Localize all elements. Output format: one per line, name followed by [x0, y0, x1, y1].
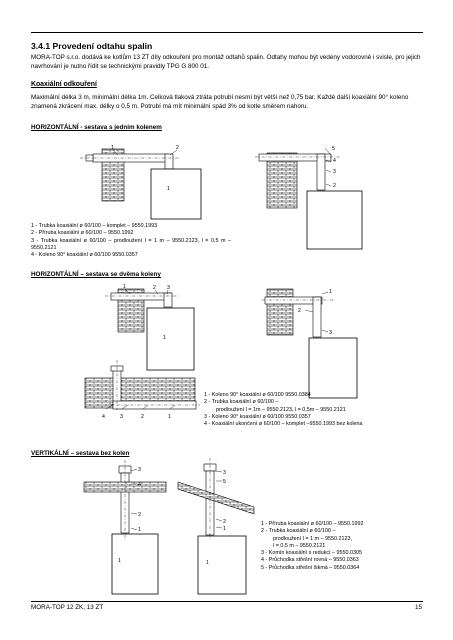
fig3-roof-left [83, 481, 167, 493]
fig1-legend-item: 4 - Koleno 90° koaxiální ø 60/100 9550.0… [31, 252, 138, 259]
fig2-wall-right [266, 288, 294, 336]
fig3-label-l2: 2 [138, 512, 141, 518]
fig1-title-text: HORIZONTÁLNÍ - sestava s jedním kolenem [31, 124, 162, 131]
coax-heading: Koaxiální odkouření [31, 81, 97, 88]
fig2-label-a1: 1 [123, 284, 126, 290]
fig3-title-text: VERTIKÁLNÍ – sestava bez kolen [31, 450, 130, 457]
fig2-pipe-right [264, 296, 323, 305]
fig3-label-r3: 3 [223, 470, 226, 476]
fig1-label-2b: 2 [333, 183, 336, 189]
fig1-boiler-right [306, 190, 363, 250]
fig1-boiler-left [150, 168, 202, 220]
page-number: 15 [414, 604, 422, 611]
fig1-title: HORIZONTÁLNÍ - sestava s jedním kolenem [31, 124, 162, 131]
footer-rule [31, 601, 423, 602]
fig1-pipe-right [258, 153, 332, 162]
fig2-legend-item: 3 - Koleno 90° koaxiální ø 60/100 9550.0… [204, 413, 311, 420]
fig3-title: VERTIKÁLNÍ – sestava bez kolen [31, 450, 129, 457]
fig3-boiler-left [111, 533, 159, 595]
fig3-legend-item: 4 - Průchodka střešní rovná – 9550.0363 [261, 557, 359, 564]
fig1-label-5: 5 [332, 146, 335, 152]
coax-text: Maximální délka 3 m, minimální délka 1m.… [31, 94, 409, 110]
fig3-legend-item: 1 - Příruba koaxiální ø 60/100 – 9550.19… [261, 521, 364, 527]
section-title: 3.4.1 Provedení odtahu spalin [31, 41, 153, 51]
fig3-roof-right [177, 481, 255, 515]
fig3-label-l1: 1 [138, 527, 141, 533]
fig3-boiler-right [197, 535, 247, 595]
fig2-label-b2: 2 [298, 308, 301, 314]
fig2-label-c4: 4 [102, 414, 105, 420]
fig2-label-c3: 3 [120, 414, 123, 420]
fig3-legend-item: l = 0,5 m – 9550.2121 [273, 542, 326, 549]
fig2-label-c2: 2 [141, 414, 144, 420]
fig1-legend: 1 - Trubka koaxiální ø 60/100 – komplet … [31, 223, 231, 259]
fig3-label-l3: 3 [138, 467, 141, 473]
svg-text:1: 1 [206, 560, 209, 566]
fig2-elbow-right-v [312, 296, 322, 338]
fig2-boiler-right [308, 337, 358, 399]
fig2-label-b1: 1 [329, 289, 332, 295]
fig2-label-b3: 3 [329, 330, 332, 336]
fig2-boiler-left [146, 307, 195, 371]
fig2-elbow-left [163, 292, 173, 308]
fig3-label-r1: 1 [223, 526, 226, 532]
fig1-legend-item: 2 - Příruba koaxiální ø 60/100 – 9550.19… [31, 230, 134, 237]
fig3-legend-item: 2 - Trubka koaxiální ø 60/100 – [261, 528, 336, 535]
fig2-legend-item: 1 - Koleno 90° koaxiální ø 60/100 9550.0… [204, 392, 311, 398]
fig1-label-4: 4 [333, 158, 336, 164]
fig3-legend-item: 5 - Průchodka střešní šikmá – 9550.0364 [261, 564, 360, 571]
fig2-title: HORIZONTÁLNÍ – sestava se dvěma koleny [31, 271, 161, 278]
fig2-legend: 1 - Koleno 90° koaxiální ø 60/100 9550.0… [204, 392, 424, 428]
fig1-wall-right [266, 152, 298, 209]
footer-left: MORA-TOP 12 ZK, 13 ZT [31, 604, 104, 611]
fig2-legend-item: 2 - Trubka koaxiální ø 60/100 – [204, 399, 279, 406]
fig2-label-a3: 3 [167, 285, 170, 291]
fig3-legend: 1 - Příruba koaxiální ø 60/100 – 9550.19… [261, 521, 426, 572]
fig3-label-r5: 5 [223, 479, 226, 485]
fig1-label-2: 2 [176, 145, 179, 151]
fig1-legend-item: 3 - Trubka koaxiální ø 60/100 – prodlouž… [31, 237, 231, 251]
fig1-elbow-right [316, 153, 326, 191]
fig2-title-text: HORIZONTÁLNÍ – sestava se dvěma koleny [31, 271, 161, 278]
svg-text:1: 1 [167, 186, 170, 192]
fig3-legend-item: prodloužení l = 1 m – 9550.2123, [273, 535, 352, 542]
fig3-legend-item: 3 - Komín koaxiální s redukcí – 9550.030… [261, 550, 362, 557]
svg-text:1: 1 [163, 335, 166, 341]
svg-text:1: 1 [118, 558, 121, 564]
top-rule [31, 32, 423, 33]
fig3-label-r2: 2 [223, 519, 226, 525]
fig2-legend-item: prodloužení l = 1m – 9550.2123, l = 0,5m… [216, 406, 346, 413]
fig2-label-a2: 2 [153, 285, 156, 291]
fig2-label-c1: 1 [168, 414, 171, 420]
fig2-legend-item: 4 - Koaxiální ukončení ø 60/100 – komple… [204, 421, 363, 428]
fig3-label-l4: 4 [138, 482, 141, 488]
fig1-label-3: 3 [333, 169, 336, 175]
fig1-legend-item: 1 - Trubka koaxiální ø 60/100 – komplet … [31, 223, 158, 229]
section-intro: MORA-TOP s.r.o. dodává ke kotlům 13 ZT d… [31, 54, 421, 70]
fig1-label-1: 1 [111, 145, 114, 151]
